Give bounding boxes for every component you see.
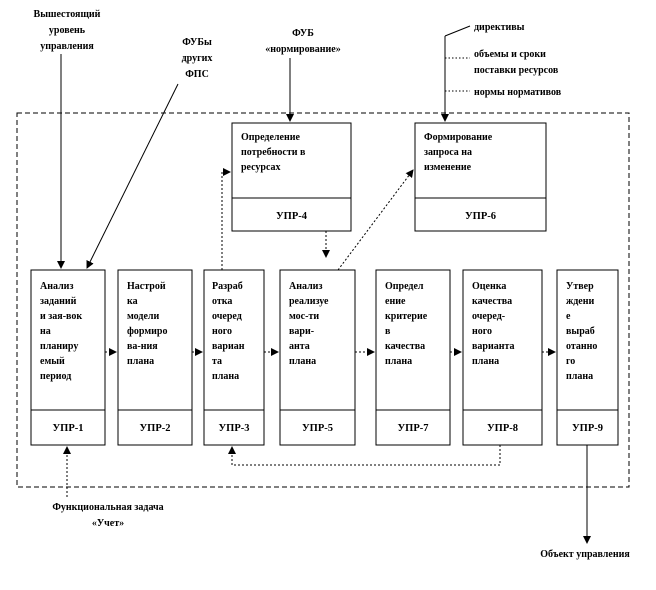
box-upr1-line-0: Анализ bbox=[40, 281, 73, 292]
box-upr6-line-2: изменение bbox=[424, 162, 472, 173]
box-upr2-line-4: ва-ния bbox=[127, 341, 158, 352]
box-upr4: Определение потребности в ресурсах УПР-4 bbox=[231, 122, 352, 232]
box-upr9-line-1: ждени bbox=[566, 296, 595, 307]
label-fub-norming: ФУБ «нормирование» bbox=[265, 28, 340, 55]
box-upr4-code: УПР-4 bbox=[276, 211, 308, 222]
box-upr9-code: УПР-9 bbox=[572, 423, 603, 434]
box-upr6: Формирование запроса на изменение УПР-6 bbox=[414, 122, 547, 232]
box-upr4-line-2: ресурсах bbox=[241, 162, 281, 173]
label-other-fps: ФУБы других ФПС bbox=[182, 37, 213, 80]
box-upr1-code: УПР-1 bbox=[52, 423, 83, 434]
box-upr8-line-0: Оценка bbox=[472, 281, 506, 292]
label-superior-level-line-1: уровень bbox=[49, 25, 86, 36]
arrow-upr3-to-upr4 bbox=[221, 168, 231, 270]
label-other-fps-line-2: ФПС bbox=[185, 69, 209, 80]
label-volumes-terms-line-1: поставки ресурсов bbox=[474, 65, 559, 76]
box-upr2-line-3: формиро bbox=[127, 326, 167, 337]
box-upr5-line-0: Анализ bbox=[289, 281, 322, 292]
box-upr6-code: УПР-6 bbox=[465, 211, 496, 222]
box-upr7-line-0: Определ bbox=[385, 281, 424, 292]
box-upr3-line-2: очеред bbox=[212, 311, 242, 322]
box-upr7-code: УПР-7 bbox=[397, 423, 428, 434]
label-directives: директивы bbox=[474, 22, 525, 33]
box-upr9-line-2: е bbox=[566, 311, 571, 322]
box-upr5-line-1: реализуе bbox=[289, 296, 329, 307]
box-upr8-line-4: варианта bbox=[472, 341, 515, 352]
label-superior-level: Вышестоящий уровень управления bbox=[34, 9, 101, 52]
label-norms-normatives: нормы нормативов bbox=[474, 87, 562, 98]
box-upr8-code: УПР-8 bbox=[487, 423, 518, 434]
arrow-upr8-feedback-to-upr3 bbox=[228, 445, 501, 466]
box-upr3-code: УПР-3 bbox=[218, 423, 249, 434]
box-upr7-line-1: ение bbox=[385, 296, 406, 307]
box-upr1-line-6: период bbox=[40, 371, 71, 382]
box-upr3-line-1: отка bbox=[212, 296, 232, 307]
box-upr8-line-5: плана bbox=[472, 356, 499, 367]
box-upr3-line-4: вариан bbox=[212, 341, 245, 352]
label-volumes-terms: объемы и сроки поставки ресурсов bbox=[474, 49, 559, 76]
label-accounting-task-line-1: «Учет» bbox=[92, 518, 124, 529]
box-upr8-line-1: качества bbox=[472, 296, 512, 307]
box-upr1-line-5: емый bbox=[40, 356, 65, 367]
box-upr4-line-0: Определение bbox=[241, 132, 300, 143]
box-upr7-line-4: качества bbox=[385, 341, 425, 352]
box-upr9-line-5: го bbox=[566, 356, 575, 367]
label-superior-level-line-2: управления bbox=[40, 41, 94, 52]
label-superior-level-line-0: Вышестоящий bbox=[34, 9, 101, 20]
box-upr7: Определ ение критерие в качества плана У… bbox=[375, 269, 451, 446]
box-upr1-line-4: планиру bbox=[40, 341, 78, 352]
arrow-upr5-to-upr6 bbox=[337, 169, 414, 271]
box-upr3-line-6: плана bbox=[212, 371, 239, 382]
box-upr4-line-1: потребности в bbox=[241, 147, 306, 158]
box-upr1-line-1: заданий bbox=[40, 296, 77, 307]
box-upr1-line-2: и зая-вок bbox=[40, 311, 82, 322]
box-upr1: Анализ заданий и зая-вок на планиру емый… bbox=[30, 269, 106, 446]
box-upr2-line-5: плана bbox=[127, 356, 154, 367]
label-accounting-task-line-0: Функциональная задача bbox=[52, 502, 163, 513]
box-upr8-line-2: очеред- bbox=[472, 311, 505, 322]
box-upr7-line-3: в bbox=[385, 326, 391, 337]
box-upr2-line-2: модели bbox=[127, 311, 159, 322]
box-upr6-line-0: Формирование bbox=[424, 132, 493, 143]
box-upr8: Оценка качества очеред- ного варианта пл… bbox=[462, 269, 543, 446]
label-fub-norming-line-0: ФУБ bbox=[292, 28, 314, 39]
box-upr3-line-0: Разраб bbox=[212, 281, 243, 292]
box-upr3-line-5: та bbox=[212, 356, 222, 367]
box-upr1-line-3: на bbox=[40, 326, 51, 337]
box-upr3: Разраб отка очеред ного вариан та плана … bbox=[203, 269, 265, 446]
box-upr2-line-0: Настрой bbox=[127, 281, 166, 292]
label-fub-norming-line-1: «нормирование» bbox=[265, 44, 340, 55]
box-upr3-line-3: ного bbox=[212, 326, 232, 337]
box-upr5-line-2: мос-ти bbox=[289, 311, 319, 322]
box-upr7-line-2: критерие bbox=[385, 311, 428, 322]
upr6-input-lines bbox=[441, 25, 471, 122]
box-upr9-line-3: выраб bbox=[566, 326, 595, 337]
box-upr9-line-0: Утвер bbox=[566, 281, 594, 292]
box-upr9-line-4: отанно bbox=[566, 341, 597, 352]
box-upr6-line-1: запроса на bbox=[424, 147, 472, 158]
box-upr5-line-5: плана bbox=[289, 356, 316, 367]
system-boundary bbox=[16, 112, 630, 488]
box-upr9-line-6: плана bbox=[566, 371, 593, 382]
label-control-object: Объект управления bbox=[540, 549, 630, 560]
box-upr5-line-3: вари- bbox=[289, 326, 314, 337]
label-volumes-terms-line-0: объемы и сроки bbox=[474, 49, 546, 60]
box-upr2-code: УПР-2 bbox=[139, 423, 170, 434]
box-upr2: Настрой ка модели формиро ва-ния плана У… bbox=[117, 269, 193, 446]
box-upr8-line-3: ного bbox=[472, 326, 492, 337]
box-upr9: Утвер ждени е выраб отанно го плана УПР-… bbox=[556, 269, 619, 446]
box-upr5-line-4: анта bbox=[289, 341, 310, 352]
label-accounting-task: Функциональная задача «Учет» bbox=[52, 502, 163, 529]
box-upr2-line-1: ка bbox=[127, 296, 138, 307]
label-other-fps-line-1: других bbox=[182, 53, 213, 64]
box-upr7-line-5: плана bbox=[385, 356, 412, 367]
label-other-fps-line-0: ФУБы bbox=[182, 37, 212, 48]
arrow-other-fps-to-upr1 bbox=[86, 83, 179, 269]
box-upr5-code: УПР-5 bbox=[302, 423, 333, 434]
box-upr5: Анализ реализуе мос-ти вари- анта плана … bbox=[279, 269, 356, 446]
